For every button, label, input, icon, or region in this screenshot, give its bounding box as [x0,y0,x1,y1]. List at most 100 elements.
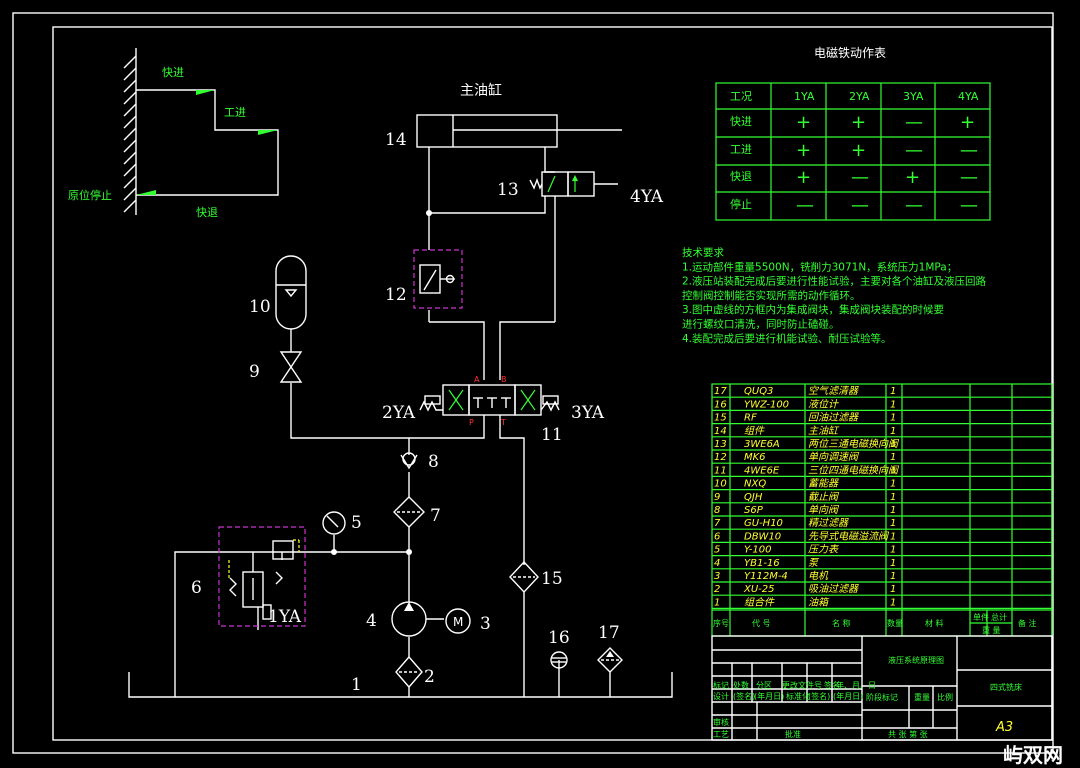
label-2: 2 [424,667,435,687]
part-qty-13: 1 [890,439,896,450]
motor-label: M [453,615,463,629]
label-12: 12 [385,285,407,305]
tb-std: 标准化 [786,691,810,701]
drawing-name: 液压系统原理图 [888,655,944,665]
header-qty: 数量 [887,618,903,628]
header-unit-weight: 单件 [973,612,989,622]
main-cylinder: 主油缸 14 [385,82,622,150]
motor-3: M 3 [445,608,491,634]
part-code-7: GU-H10 [744,518,783,529]
part-code-1: 组合件 [744,596,775,608]
table-cell-3-3: — [960,195,978,216]
part-code-14: 组件 [744,425,765,437]
fast-return-arrow [136,190,156,195]
label-3: 3 [480,614,491,634]
solenoid-1ya: 1YA [268,607,302,627]
fast-return-label: 快退 [196,206,218,219]
pipe-junctions [331,210,432,555]
part-no-4: 4 [714,558,720,569]
part-no-2: 2 [714,584,720,595]
valve-13: 13 4YA [497,171,664,207]
table-header-3: 3YA [903,90,924,103]
action-cycle-diagram: 快进 工进 快退 原位停止 [68,48,279,219]
tb-date: 年、月、日 [836,680,876,690]
tb-stage: 阶段标记 [866,692,898,702]
label-4: 4 [366,611,377,631]
tb-design: 设计 [713,691,729,701]
table-header-1: 1YA [794,90,815,103]
sheet-size: A3 [995,720,1013,735]
tb-zone: 分区 [756,681,772,690]
table-cell-0-0: + [796,112,811,133]
table-row-label-0: 快进 [730,115,752,128]
tech-req-line-6: 4.装配完成后要进行机能试验、耐压试验等。 [682,332,892,345]
table-row-label-3: 停止 [730,197,752,211]
table-header-2: 2YA [849,90,870,103]
part-qty-2: 1 [890,584,896,595]
suction-filter-2: 2 [395,655,435,689]
port-a: A [474,375,480,384]
part-name-4: 泵 [808,558,820,569]
tech-req-line-4: 3.图中虚线的方框内为集成阀块，集成阀块装配的时候要 [682,303,944,316]
part-qty-6: 1 [890,531,896,542]
valve-11: A B P T 2YA 3YA 11 [382,375,605,445]
table-cell-2-3: — [960,167,978,188]
label-10: 10 [249,297,271,317]
part-code-5: Y-100 [744,545,771,556]
part-no-15: 15 [714,413,727,424]
part-name-13: 两位三通电磁换向阀 [808,438,900,450]
header-remark: 备 注 [1018,618,1037,628]
tech-req-line-3: 控制阀控制能否实现所需的动作循环。 [682,289,861,302]
table-title: 电磁铁动作表 [814,45,886,60]
part-qty-8: 1 [890,505,896,516]
part-no-17: 17 [714,386,727,397]
wall-hatch [123,55,137,213]
table-cell-3-1: — [851,195,869,216]
label-11: 11 [541,425,563,445]
part-code-17: QUQ3 [744,386,773,397]
part-qty-4: 1 [890,558,896,569]
tb-sheets: 共 张 第 张 [888,729,928,739]
work-feed-arrow [258,130,278,135]
label-16: 16 [548,628,570,648]
port-t: T [500,418,506,427]
label-15: 15 [541,569,563,589]
part-qty-10: 1 [890,479,896,490]
part-code-10: NXQ [744,479,766,490]
part-code-4: YB1-16 [744,558,780,569]
table-cell-0-1: + [851,112,866,133]
air-filter-17: 17 [597,623,623,673]
part-name-6: 先导式电磁溢流阀 [808,530,890,542]
tech-req-line-1: 1.运动部件重量5500N，铣削力3071N，系统压力1MPa； [682,260,957,273]
part-qty-5: 1 [890,545,896,556]
tb-std-date: (年月日) [833,691,863,701]
part-no-1: 1 [714,597,720,608]
part-no-9: 9 [714,492,720,503]
label-6: 6 [191,578,202,598]
table-cell-1-1: + [851,140,866,161]
part-name-3: 电机 [808,570,829,582]
part-code-8: S6P [744,505,764,516]
solenoid-3ya: 3YA [571,403,605,423]
header-weight: 重 量 [982,625,1001,635]
table-cell-2-2: + [905,167,920,188]
part-no-6: 6 [714,531,720,542]
part-no-11: 11 [714,465,727,476]
table-header-0: 工况 [730,90,752,103]
part-name-5: 压力表 [808,544,839,556]
cylinder-body [416,114,558,148]
port-b: B [501,375,507,384]
header-code: 代 号 [752,618,771,628]
label-13: 13 [497,180,519,200]
label-1: 1 [351,675,362,695]
solenoid-2ya: 2YA [382,403,416,423]
part-name-7: 精过滤器 [808,517,849,529]
company-name: 四式铣床 [990,682,1022,692]
part-code-3: Y112M-4 [744,571,788,582]
table-cell-0-2: — [905,112,923,133]
cylinder-title: 主油缸 [460,82,502,99]
tb-mark: 标记 [713,680,729,690]
tb-design-date: (年月日) [754,691,784,701]
part-name-2: 吸油过滤器 [808,583,859,595]
